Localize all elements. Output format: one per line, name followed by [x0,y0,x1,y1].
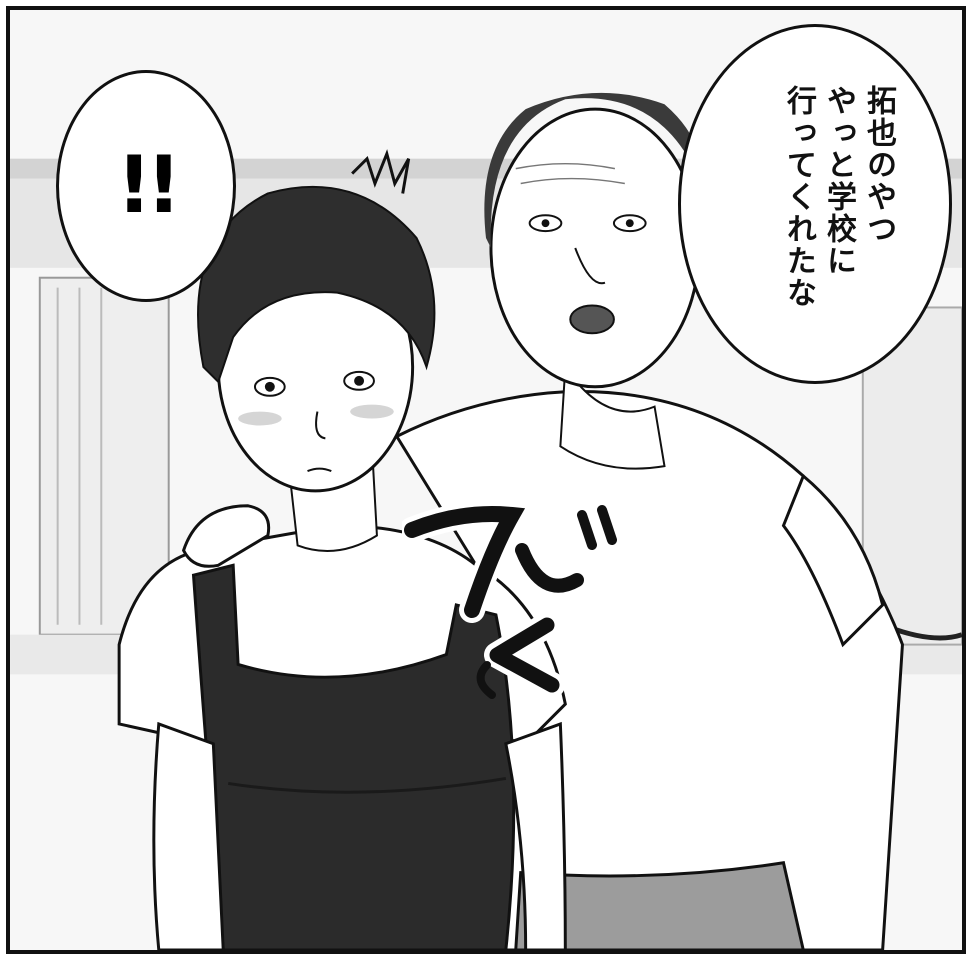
exclamation-text: !! [116,141,181,231]
speech-text: 拓也のやつ やっと学校に 行ってくれたな [781,85,896,309]
speech-line-3: 行ってくれたな [781,85,816,309]
exclamation-bubble: !! [56,70,236,302]
speech-line-2: やっと学校に [821,85,856,277]
manga-panel: !! 拓也のやつ やっと学校に 行ってくれたな [6,6,966,954]
speech-line-1: 拓也のやつ [861,85,896,245]
speech-bubble: 拓也のやつ やっと学校に 行ってくれたな [678,24,952,384]
sound-effect-lettering [402,501,617,699]
